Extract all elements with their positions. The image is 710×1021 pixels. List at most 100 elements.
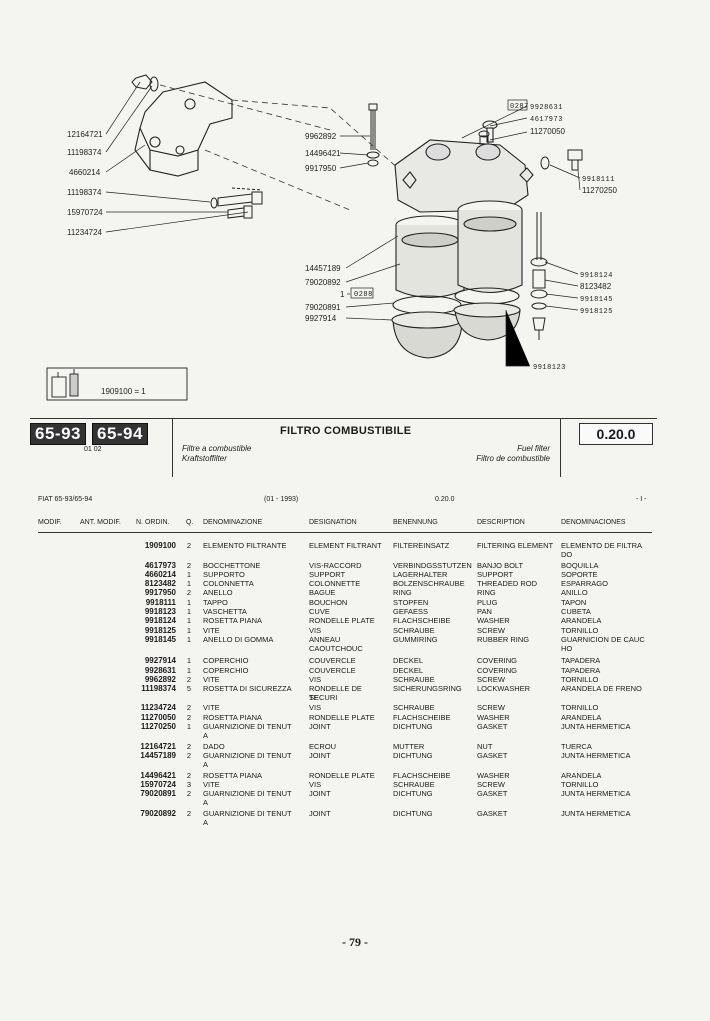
description-french: JOINT bbox=[309, 789, 331, 798]
section-header: 65-93 65-94 01 02 FILTRO COMBUSTIBILE Fi… bbox=[30, 418, 657, 477]
column-header: DESIGNATION bbox=[309, 519, 357, 526]
description-continuation: TE bbox=[309, 693, 319, 702]
description-continuation: HO bbox=[561, 644, 573, 653]
description-french: JOINT bbox=[309, 809, 331, 818]
description-english: COVERING bbox=[477, 656, 518, 665]
description-spanish: ANILLO bbox=[561, 588, 588, 597]
description-spanish: CUBETA bbox=[561, 607, 591, 616]
quantity: 1 bbox=[186, 656, 192, 665]
description-english: SCREW bbox=[477, 675, 505, 684]
description-continuation: A bbox=[203, 798, 209, 807]
description-english: FILTERING ELEMENT bbox=[477, 541, 554, 550]
part-number: 4660214 bbox=[144, 570, 176, 579]
banjo-bolt-drawing bbox=[478, 130, 490, 145]
description-italian: SUPPORTO bbox=[203, 570, 245, 579]
description-spanish: ARANDELA bbox=[561, 616, 602, 625]
description-french: CUVE bbox=[309, 607, 330, 616]
filter-head-drawing bbox=[394, 120, 534, 213]
description-italian: COPERCHIO bbox=[203, 656, 249, 665]
description-spanish: JUNTA HERMETICA bbox=[561, 809, 631, 818]
center-bolt-drawing bbox=[366, 103, 380, 167]
part-number: 11234724 bbox=[140, 703, 176, 712]
description-french: VIS bbox=[309, 703, 322, 712]
callout-label: 1 bbox=[340, 290, 345, 299]
description-english: PAN bbox=[477, 607, 492, 616]
part-number: 11198374 bbox=[141, 684, 176, 693]
callout-label: 11270050 bbox=[530, 127, 566, 136]
description-spanish: TUERCA bbox=[561, 742, 592, 751]
description-german: DICHTUNG bbox=[393, 789, 433, 798]
column-header: MODIF. bbox=[38, 519, 62, 526]
part-number: 9918145 bbox=[144, 635, 176, 644]
description-english: WASHER bbox=[477, 771, 510, 780]
page-number: - 79 - bbox=[342, 935, 368, 949]
callout-label: 11198374 bbox=[67, 188, 102, 197]
quantity: 1 bbox=[186, 616, 192, 625]
quantity: 1 bbox=[186, 626, 192, 635]
column-header: BENENNUNG bbox=[393, 519, 438, 526]
description-english: PLUG bbox=[477, 598, 498, 607]
description-spanish: GUARNICION DE CAUC bbox=[561, 635, 645, 644]
part-number: 14496421 bbox=[140, 771, 176, 780]
part-number: 11270050 bbox=[140, 713, 176, 722]
callout-label: 9918125 bbox=[580, 308, 613, 316]
sub-header: FIAT 65-93/65-94 (01 - 1993) 0.20.0 - I … bbox=[38, 496, 652, 508]
filter-bowls-drawing bbox=[391, 287, 521, 359]
column-header: DESCRIPTION bbox=[477, 519, 525, 526]
description-german: SCHRAUBE bbox=[393, 626, 435, 635]
quantity: 1 bbox=[186, 598, 192, 607]
description-german: DICHTUNG bbox=[393, 809, 433, 818]
callout-label: 9962892 bbox=[305, 132, 337, 141]
description-italian: TAPPO bbox=[203, 598, 228, 607]
callout-label: 11198374 bbox=[67, 148, 102, 157]
description-english: SCREW bbox=[477, 703, 505, 712]
model-badge: 65-93 bbox=[30, 423, 86, 445]
callout-label: 11270250 bbox=[582, 186, 618, 195]
description-english: GASKET bbox=[477, 809, 508, 818]
description-french: ECROU bbox=[309, 742, 337, 751]
description-german: RING bbox=[393, 588, 412, 597]
model-name: FIAT 65-93/65-94 bbox=[38, 496, 93, 503]
sub-code: 0.20.0 bbox=[435, 496, 455, 503]
part-number: 11270250 bbox=[140, 722, 176, 731]
description-french: JOINT bbox=[309, 722, 331, 731]
quantity: 3 bbox=[186, 780, 192, 789]
description-french: ANNEAU CAOUTCHOUC bbox=[309, 635, 363, 653]
part-number: 15970724 bbox=[140, 780, 176, 789]
callout-label: 14457189 bbox=[305, 264, 341, 273]
description-italian: GUARNIZIONE DI TENUT bbox=[203, 809, 292, 818]
callout-label: 8123482 bbox=[580, 282, 612, 291]
description-german: FILTEREINSATZ bbox=[393, 541, 450, 550]
description-german: DECKEL bbox=[393, 666, 424, 675]
quantity: 5 bbox=[186, 684, 192, 693]
callout-box-label: 0288 bbox=[354, 291, 373, 299]
description-spanish: TORNILLO bbox=[561, 703, 599, 712]
title-german: Kraftstoffilter bbox=[182, 454, 227, 463]
model-badges: 65-93 65-94 bbox=[30, 423, 170, 445]
quantity: 1 bbox=[186, 635, 192, 644]
part-number: 14457189 bbox=[140, 751, 176, 760]
date-range: (01 - 1993) bbox=[264, 496, 299, 503]
description-german: FLACHSCHEIBE bbox=[393, 771, 451, 780]
description-french: SUPPORT bbox=[309, 570, 346, 579]
part-number: 9927914 bbox=[144, 656, 176, 665]
quantity: 2 bbox=[186, 751, 192, 760]
description-german: SCHRAUBE bbox=[393, 780, 435, 789]
description-french: RONDELLE DE SECURI bbox=[309, 684, 362, 702]
drain-assembly-drawing bbox=[530, 212, 548, 340]
column-header: ANT. MODIF. bbox=[80, 519, 121, 526]
description-french: COUVERCLE bbox=[309, 666, 356, 675]
section-code: 0.20.0 bbox=[579, 423, 653, 445]
column-header: Q. bbox=[186, 519, 194, 526]
description-italian: ROSETTA PIANA bbox=[203, 771, 263, 780]
description-spanish: TAPON bbox=[561, 598, 587, 607]
description-spanish: ELEMENTO DE FILTRA bbox=[561, 541, 642, 550]
divider bbox=[172, 419, 173, 477]
part-number: 9928631 bbox=[144, 666, 176, 675]
plug-drawing bbox=[540, 149, 583, 171]
callout-label: 14496421 bbox=[305, 149, 341, 158]
column-header: DENOMINACIONES bbox=[561, 519, 626, 526]
part-number: 12164721 bbox=[140, 742, 176, 751]
description-german: STOPFEN bbox=[393, 598, 429, 607]
filter-elements-drawing bbox=[395, 200, 523, 298]
